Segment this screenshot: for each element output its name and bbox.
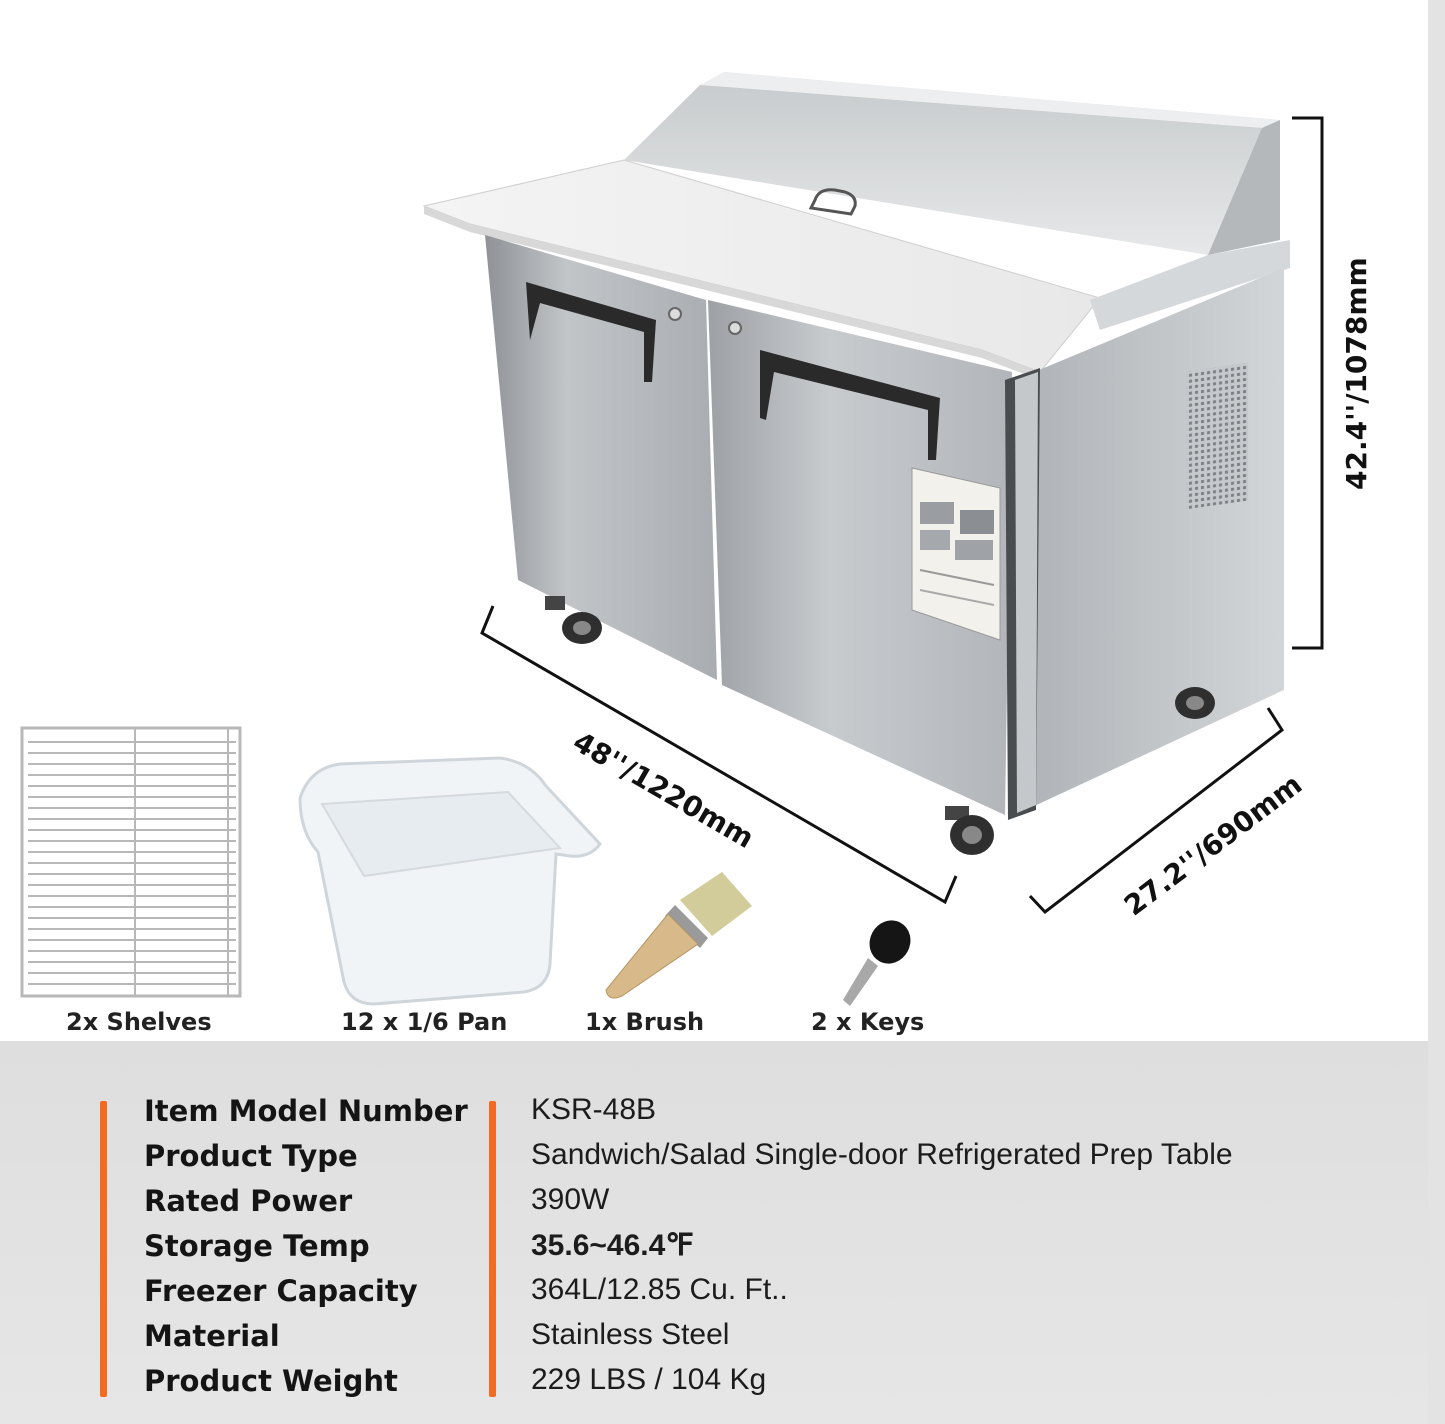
casters xyxy=(545,596,1215,855)
spec-value-storage-temp: 35.6~46.4℉ xyxy=(531,1229,694,1262)
spec-key-weight: Product Weight xyxy=(144,1364,398,1398)
spec-accent-bar-left xyxy=(100,1101,107,1397)
spec-value-capacity: 364L/12.85 Cu. Ft.. xyxy=(531,1273,788,1306)
right-door xyxy=(708,300,1012,815)
spec-key-model-number: Item Model Number xyxy=(144,1094,468,1128)
width-dimension-line xyxy=(480,605,958,905)
accessory-label-pan: 12 x 1/6 Pan xyxy=(341,1008,508,1036)
spec-key-material: Material xyxy=(144,1319,280,1353)
key-icon xyxy=(843,920,911,1006)
vent-grille xyxy=(1186,362,1248,510)
height-dimension-line xyxy=(1292,116,1324,650)
left-door-lock xyxy=(668,307,682,321)
spec-key-rated-power: Rated Power xyxy=(144,1184,353,1218)
spec-table: Item Model Number Product Type Rated Pow… xyxy=(0,1041,1428,1424)
spec-value-rated-power: 390W xyxy=(531,1183,610,1216)
accessory-label-shelves: 2x Shelves xyxy=(66,1008,212,1036)
food-pan-icon xyxy=(298,756,602,1006)
spec-value-product-type: Sandwich/Salad Single-door Refrigerated … xyxy=(531,1138,1233,1171)
spec-sticker xyxy=(911,467,1001,641)
spec-accent-bar-middle xyxy=(489,1101,496,1397)
lid-handle xyxy=(808,188,857,216)
left-door xyxy=(485,235,717,680)
right-edge-strip xyxy=(1428,0,1445,1424)
right-door-lock xyxy=(728,321,742,335)
accessory-label-brush: 1x Brush xyxy=(585,1008,705,1036)
spec-key-capacity: Freezer Capacity xyxy=(144,1274,418,1308)
spec-value-model-number: KSR-48B xyxy=(531,1093,657,1126)
spec-value-material: Stainless Steel xyxy=(531,1318,730,1351)
depth-dimension-line xyxy=(1028,707,1285,915)
spec-key-storage-temp: Storage Temp xyxy=(144,1229,370,1263)
dimension-lines xyxy=(480,116,1324,915)
accessory-label-keys: 2 x Keys xyxy=(811,1008,925,1036)
wire-shelf-icon xyxy=(20,726,242,998)
right-door-handle xyxy=(760,350,940,460)
brush-icon xyxy=(605,872,752,999)
prep-table-illustration xyxy=(20,72,1324,1006)
spec-value-weight: 229 LBS / 104 Kg xyxy=(531,1363,767,1396)
left-door-handle xyxy=(526,282,656,382)
spec-key-product-type: Product Type xyxy=(144,1139,358,1173)
height-dimension-label: 42.4''/1078mm xyxy=(1340,257,1373,490)
lid xyxy=(624,72,1280,255)
